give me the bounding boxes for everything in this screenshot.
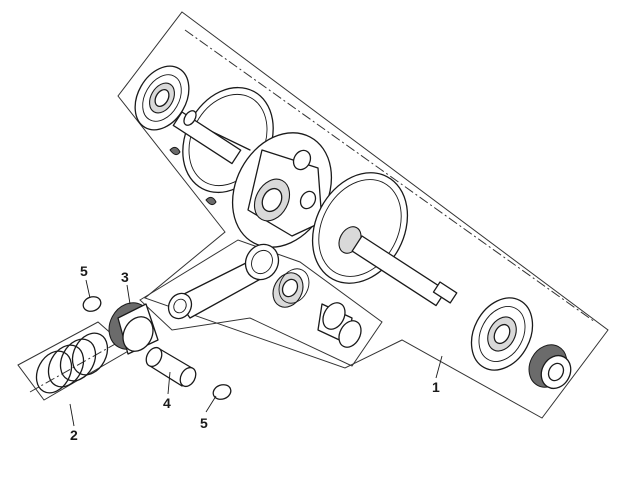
piston-pin (145, 346, 197, 388)
crank-pin (317, 302, 362, 348)
connecting-rod (167, 243, 280, 320)
callout-3: 3 (121, 269, 129, 285)
timing-gear (528, 344, 572, 390)
left-main-bearing (134, 65, 190, 131)
crankshaft-axis-line (184, 29, 596, 323)
leader-4 (167, 371, 171, 395)
leader-5b (205, 395, 217, 413)
leader-5a (85, 279, 91, 299)
woodruff-key-upper (169, 146, 181, 156)
needle-bearing (272, 268, 310, 308)
callout-2: 2 (70, 427, 78, 443)
callout-4: 4 (163, 395, 171, 411)
circlip-left (82, 296, 102, 312)
center-crank-web (231, 132, 333, 248)
conrod-subframe (139, 239, 383, 367)
woodruff-key-lower (205, 196, 217, 206)
crankshaft-group-frame (117, 11, 609, 419)
callout-5-left: 5 (80, 263, 88, 279)
piston (108, 302, 159, 355)
leader-3 (126, 284, 131, 305)
right-main-bearing (470, 297, 534, 371)
ring-axis-line (29, 329, 141, 393)
callout-5-right: 5 (200, 415, 208, 431)
circlip-right (212, 384, 232, 400)
leader-1 (435, 355, 443, 379)
callout-1: 1 (432, 379, 440, 395)
right-crank-shaft (351, 235, 458, 307)
leader-2 (69, 403, 75, 427)
piston-rings (35, 332, 109, 394)
